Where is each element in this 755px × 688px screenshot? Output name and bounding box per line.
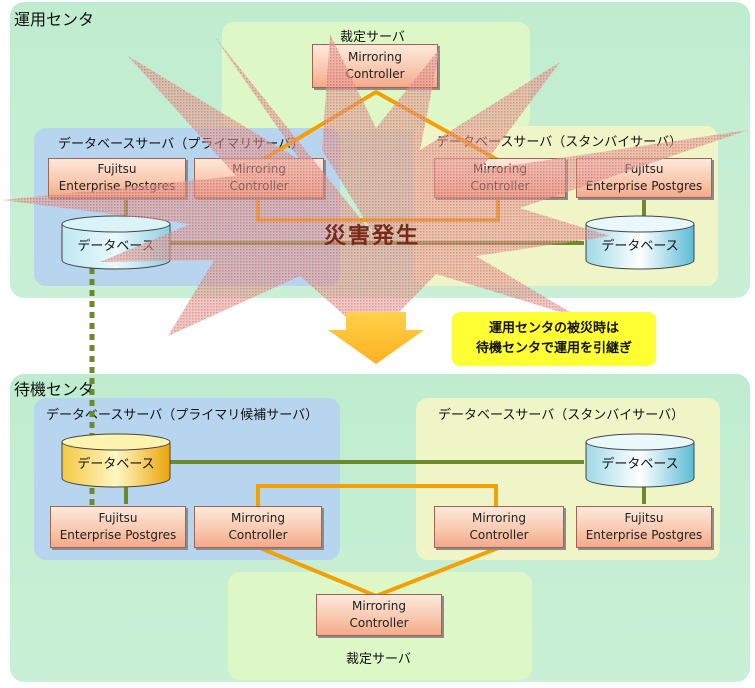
top-standby-mirroring-controller: Mirroring Controller <box>434 158 566 198</box>
top-primary-database: データベース <box>60 214 172 270</box>
bottom-standby-mc-line2: Controller <box>469 528 529 542</box>
bottom-arbitration-connector <box>259 546 499 599</box>
top-standby-mc-line2: Controller <box>470 179 530 193</box>
bottom-primary-database-cylinder-icon <box>61 433 171 488</box>
bottom-arbitration-label: 裁定サーバ <box>346 652 411 667</box>
bottom-primary-fep-line1: Fujitsu <box>98 511 138 525</box>
failover-down-arrow-icon <box>328 312 424 364</box>
bottom-standby-fep-line1: Fujitsu <box>624 511 664 525</box>
bottom-arbitration-mc-line1: Mirroring <box>352 599 406 613</box>
failover-note-line1: 運用センタの被災時は <box>488 321 619 336</box>
failover-note: 運用センタの被災時は 待機センタで運用を引継ぎ <box>452 312 656 366</box>
operating-center-title: 運用センタ <box>14 10 95 29</box>
top-primary-mc-line2: Controller <box>229 179 289 193</box>
bottom-standby-fep-line2: Enterprise Postgres <box>585 528 703 542</box>
bottom-standby-label: データベースサーバ（スタンバイサーバ） <box>438 408 685 423</box>
top-standby-database: データベース <box>584 214 696 270</box>
failover-note-line2: 待機センタで運用を引継ぎ <box>475 341 632 356</box>
top-primary-fep-line1: Fujitsu <box>97 162 137 176</box>
bottom-arbitration-mirroring-controller: Mirroring Controller <box>316 594 442 636</box>
bottom-primary-fep: Fujitsu Enterprise Postgres <box>50 506 186 548</box>
top-primary-mc-line1: Mirroring <box>232 162 286 176</box>
top-standby-fep: Fujitsu Enterprise Postgres <box>576 158 712 198</box>
bottom-standby-database: データベース <box>584 432 696 488</box>
top-standby-fep-line1: Fujitsu <box>624 162 664 176</box>
bottom-primary-fep-line2: Enterprise Postgres <box>59 528 177 542</box>
top-arbitration-mc-line2: Controller <box>345 67 405 81</box>
bottom-standby-mirroring-controller: Mirroring Controller <box>434 506 564 548</box>
bottom-primary-mc-line2: Controller <box>228 528 288 542</box>
top-standby-database-label: データベース <box>601 238 679 254</box>
top-primary-mirroring-controller: Mirroring Controller <box>194 158 324 198</box>
bottom-primary-database-label: データベース <box>77 456 155 472</box>
standby-center-title: 待機センタ <box>14 380 95 399</box>
bottom-standby-fep: Fujitsu Enterprise Postgres <box>576 506 712 548</box>
bottom-primary-mc-line1: Mirroring <box>231 511 285 525</box>
top-primary-fep-line2: Enterprise Postgres <box>58 179 176 193</box>
top-arbitration-connector <box>260 89 499 162</box>
top-primary-fep: Fujitsu Enterprise Postgres <box>48 158 186 198</box>
bottom-primary-database: データベース <box>60 432 172 488</box>
top-arbitration-mc-line1: Mirroring <box>348 50 402 64</box>
bottom-primary-label: データベースサーバ（プライマリ候補サーバ） <box>46 408 319 423</box>
bottom-mc-connector <box>256 484 498 508</box>
bottom-standby-mc-line1: Mirroring <box>472 511 526 525</box>
bottom-standby-database-label: データベース <box>601 456 679 472</box>
top-arbitration-mirroring-controller: Mirroring Controller <box>312 44 438 88</box>
bottom-standby-database-cylinder-icon <box>585 433 695 488</box>
top-standby-mc-line1: Mirroring <box>473 162 527 176</box>
bottom-primary-mirroring-controller: Mirroring Controller <box>194 506 322 548</box>
top-standby-fep-line2: Enterprise Postgres <box>585 179 703 193</box>
top-primary-database-label: データベース <box>77 238 155 254</box>
top-mc-connector <box>256 198 500 222</box>
disaster-occurrence-text: 災害発生 <box>324 224 421 249</box>
bottom-arbitration-mc-line2: Controller <box>349 616 409 630</box>
